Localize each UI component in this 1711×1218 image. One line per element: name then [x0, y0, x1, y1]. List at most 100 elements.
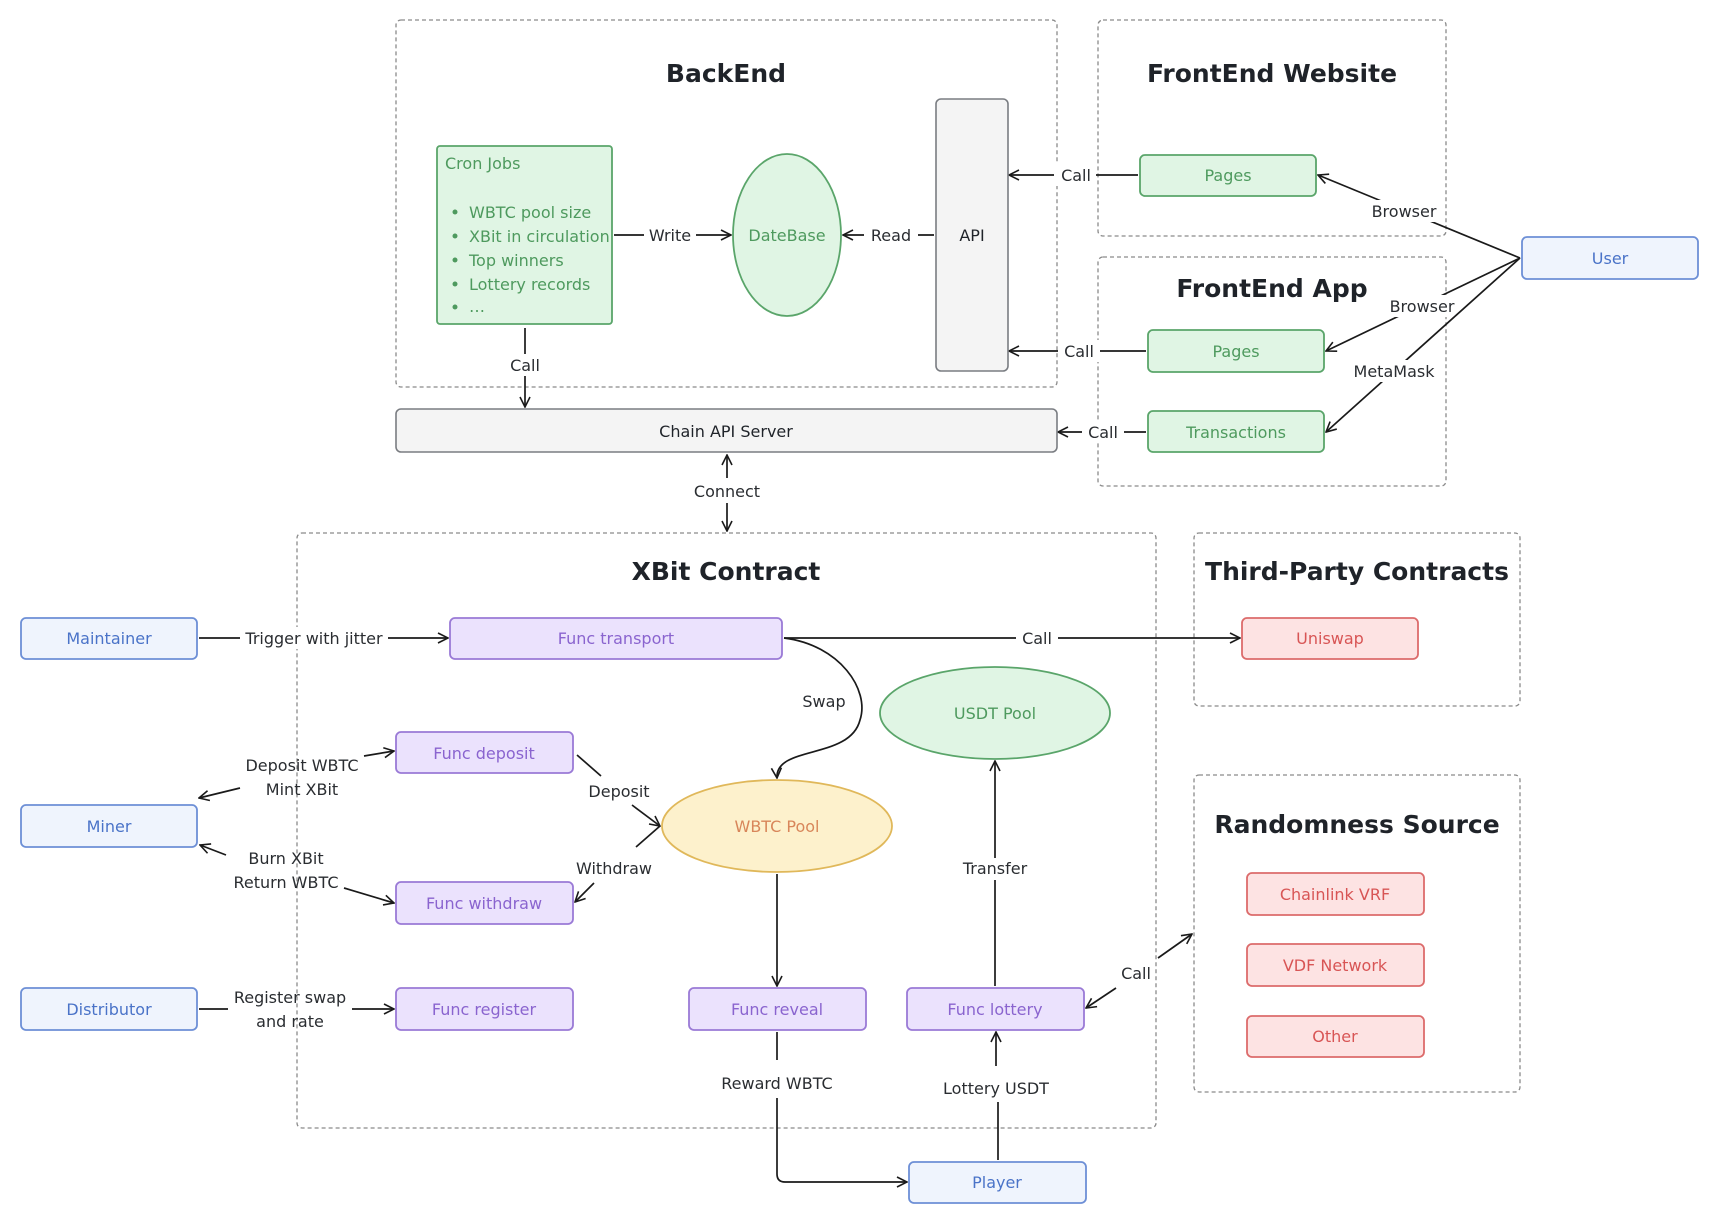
- edge-withdraw: Withdraw: [575, 825, 661, 902]
- cron-item: Top winners: [468, 251, 564, 270]
- node-uniswap[interactable]: Uniswap: [1241, 617, 1419, 660]
- bullet-icon: [452, 257, 458, 263]
- node-func-lottery[interactable]: Func lottery: [906, 987, 1085, 1031]
- edge-web-call: Call: [1009, 164, 1138, 186]
- third-party-title: Third-Party Contracts: [1205, 557, 1509, 586]
- maintainer-label: Maintainer: [66, 629, 152, 648]
- edge-label-mint-xbit: Mint XBit: [266, 780, 338, 799]
- edge-burn-xbit: Burn XBit Return WBTC: [200, 845, 394, 903]
- cron-item: …: [469, 297, 485, 316]
- edge-label-withdraw: Withdraw: [576, 859, 652, 878]
- node-miner[interactable]: Miner: [20, 804, 198, 848]
- edge-random-call: Call: [1086, 934, 1192, 1008]
- node-database[interactable]: DateBase: [732, 153, 842, 317]
- node-func-register[interactable]: Func register: [395, 987, 574, 1031]
- func-withdraw-label: Func withdraw: [426, 894, 542, 913]
- node-api[interactable]: API: [935, 98, 1009, 372]
- edge-label-cron-call: Call: [510, 356, 540, 375]
- edge-label-trigger: Trigger with jitter: [244, 629, 383, 648]
- edge-label-transfer: Transfer: [962, 859, 1028, 878]
- edge-reward-wbtc: Reward WBTC: [721, 1032, 907, 1182]
- edge-metamask: MetaMask: [1326, 257, 1521, 432]
- cron-item: WBTC pool size: [469, 203, 591, 222]
- node-cron-jobs[interactable]: Cron Jobs WBTC pool size XBit in circula…: [436, 145, 613, 325]
- edge-label-web-browser: Browser: [1372, 202, 1437, 221]
- edge-label-burn-xbit: Burn XBit: [248, 849, 323, 868]
- edge-label-lottery-usdt: Lottery USDT: [943, 1079, 1049, 1098]
- group-xbit-contract: XBit Contract: [296, 532, 1157, 1129]
- bullet-icon: [452, 281, 458, 287]
- chainlink-vrf-label: Chainlink VRF: [1280, 885, 1390, 904]
- edge-app-browser: Browser: [1326, 257, 1521, 351]
- edge-label-swap: Swap: [802, 692, 845, 711]
- node-player[interactable]: Player: [908, 1161, 1087, 1204]
- bullet-icon: [452, 304, 458, 310]
- edge-label-deposit: Deposit: [588, 782, 649, 801]
- node-user[interactable]: User: [1521, 236, 1699, 280]
- edge-trigger: Trigger with jitter: [199, 627, 448, 649]
- edge-uniswap-call: Call: [784, 627, 1240, 649]
- edge-label-connect: Connect: [694, 482, 760, 501]
- node-func-reveal[interactable]: Func reveal: [688, 987, 867, 1031]
- database-label: DateBase: [748, 226, 825, 245]
- node-wbtc-pool[interactable]: WBTC Pool: [661, 779, 893, 873]
- edge-deposit-wbtc: Deposit WBTC Mint XBit: [199, 751, 394, 799]
- node-transactions[interactable]: Transactions: [1147, 410, 1325, 453]
- edge-label-app-call: Call: [1064, 342, 1094, 361]
- wbtc-pool-label: WBTC Pool: [735, 817, 820, 836]
- group-frontend-app: FrontEnd App: [1097, 256, 1447, 487]
- edge-transfer: Transfer: [958, 761, 1032, 986]
- edge-label-random-call: Call: [1121, 964, 1151, 983]
- web-pages-label: Pages: [1204, 166, 1251, 185]
- edge-label-return-wbtc: Return WBTC: [234, 873, 339, 892]
- node-maintainer[interactable]: Maintainer: [20, 617, 198, 660]
- edge-label-write: Write: [649, 226, 691, 245]
- node-func-deposit[interactable]: Func deposit: [395, 731, 574, 774]
- edge-app-call: Call: [1009, 340, 1146, 362]
- edge-read: Read: [843, 224, 934, 246]
- other-label: Other: [1312, 1027, 1358, 1046]
- user-label: User: [1592, 249, 1629, 268]
- edge-label-tx-call: Call: [1088, 423, 1118, 442]
- edge-label-deposit-wbtc: Deposit WBTC: [245, 756, 358, 775]
- player-label: Player: [972, 1173, 1022, 1192]
- node-distributor[interactable]: Distributor: [20, 987, 198, 1031]
- node-app-pages[interactable]: Pages: [1147, 329, 1325, 373]
- group-frontend-website: FrontEnd Website: [1097, 19, 1447, 237]
- edge-label-reward-wbtc: Reward WBTC: [721, 1074, 832, 1093]
- distributor-label: Distributor: [66, 1000, 152, 1019]
- api-label: API: [959, 226, 984, 245]
- edge-register: Register swap and rate: [199, 988, 394, 1031]
- node-chainlink-vrf[interactable]: Chainlink VRF: [1246, 872, 1425, 916]
- edge-label-uniswap-call: Call: [1022, 629, 1052, 648]
- cron-jobs-list: WBTC pool size XBit in circulation Top w…: [452, 203, 610, 316]
- xbit-contract-title: XBit Contract: [632, 557, 821, 586]
- edge-label-read: Read: [871, 226, 911, 245]
- usdt-pool-label: USDT Pool: [954, 704, 1036, 723]
- node-chain-api-server[interactable]: Chain API Server: [395, 408, 1058, 453]
- func-deposit-label: Func deposit: [433, 744, 535, 763]
- node-vdf-network[interactable]: VDF Network: [1246, 943, 1425, 987]
- bullet-icon: [452, 209, 458, 215]
- node-web-pages[interactable]: Pages: [1139, 154, 1317, 197]
- randomness-title: Randomness Source: [1214, 810, 1499, 839]
- edge-write: Write: [614, 224, 731, 246]
- cron-jobs-title: Cron Jobs: [445, 154, 520, 173]
- func-register-label: Func register: [432, 1000, 537, 1019]
- node-other[interactable]: Other: [1246, 1015, 1425, 1058]
- edge-cron-call: Call: [505, 328, 545, 407]
- frontend-website-title: FrontEnd Website: [1147, 59, 1397, 88]
- edge-connect: Connect: [694, 455, 760, 531]
- node-func-withdraw[interactable]: Func withdraw: [395, 881, 574, 925]
- node-func-transport[interactable]: Func transport: [449, 617, 783, 660]
- chain-api-server-label: Chain API Server: [659, 422, 793, 441]
- vdf-network-label: VDF Network: [1283, 956, 1388, 975]
- node-usdt-pool[interactable]: USDT Pool: [879, 666, 1111, 760]
- func-reveal-label: Func reveal: [731, 1000, 823, 1019]
- edge-lottery-usdt: Lottery USDT: [943, 1032, 1049, 1160]
- app-pages-label: Pages: [1212, 342, 1259, 361]
- transactions-label: Transactions: [1185, 423, 1286, 442]
- edge-web-browser: Browser: [1318, 175, 1521, 259]
- edge-label-register-2: and rate: [256, 1012, 324, 1031]
